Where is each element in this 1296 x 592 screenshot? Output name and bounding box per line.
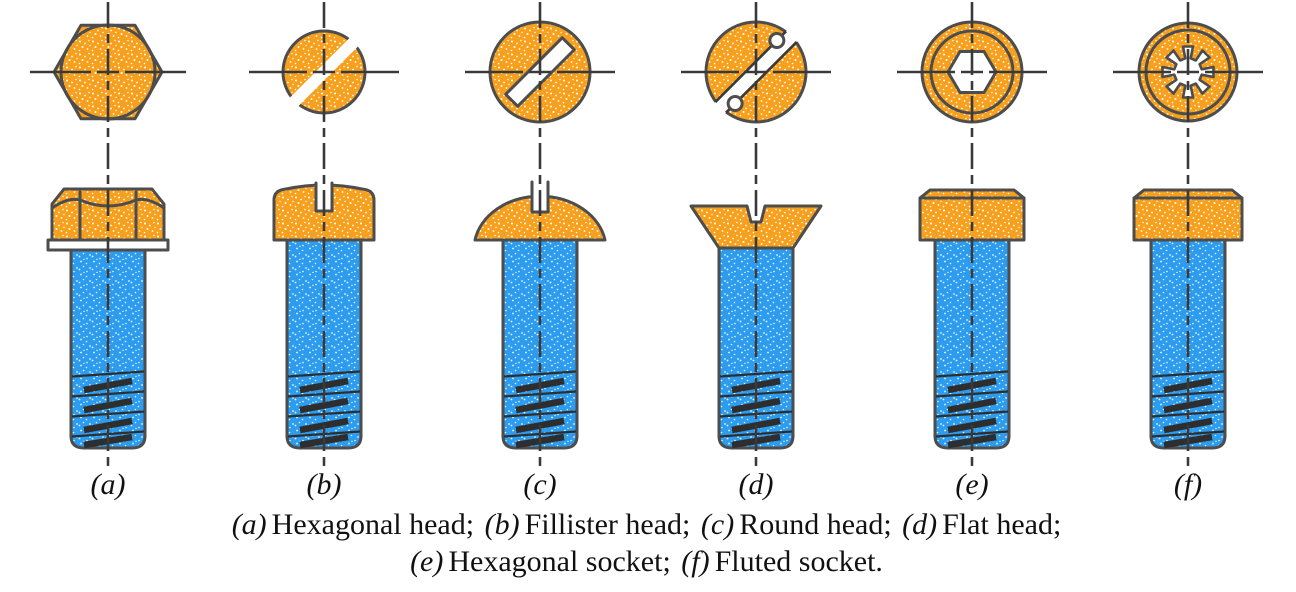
caption-label-c: (c) — [700, 508, 735, 541]
caption-label-f: (f) — [681, 545, 710, 578]
caption-line-2: (e)Hexagonal socket; (f)Fluted socket. — [0, 543, 1296, 580]
bolt-d-drawing — [681, 2, 831, 468]
bolt-column-d: (d) — [648, 0, 864, 504]
bolt-e-drawing — [897, 2, 1047, 468]
figure-caption: (a)Hexagonal head; (b)Fillister head; (c… — [0, 506, 1296, 580]
bolt-column-b: (b) — [216, 0, 432, 504]
caption-text-f: Fluted socket. — [714, 545, 883, 578]
caption-line-1: (a)Hexagonal head; (b)Fillister head; (c… — [0, 506, 1296, 543]
bolt-column-f: (f) — [1080, 0, 1296, 504]
bolt-label-d: (d) — [738, 468, 774, 501]
bolt-label-f: (f) — [1173, 468, 1203, 501]
caption-text-a: Hexagonal head; — [271, 508, 475, 541]
bolt-b-side-view — [272, 180, 376, 450]
bolt-c-side-view — [473, 179, 607, 450]
slot-notch — [768, 32, 786, 50]
bolt-column-c: (c) — [432, 0, 648, 504]
bolt-label-c: (c) — [523, 468, 557, 501]
bolt-f-drawing — [1113, 2, 1263, 468]
caption-label-e: (e) — [410, 545, 444, 578]
caption-label-a: (a) — [231, 508, 267, 541]
caption-text-e: Hexagonal socket; — [448, 545, 671, 578]
caption-text-b: Fillister head; — [524, 508, 691, 541]
bolt-diagram-row: (a) (b) — [0, 0, 1296, 504]
bolt-column-a: (a) — [0, 0, 216, 504]
caption-text-d: Flat head; — [942, 508, 1062, 541]
bolt-label-b: (b) — [306, 468, 342, 501]
bolt-c-drawing — [465, 2, 615, 468]
caption-label-b: (b) — [484, 508, 520, 541]
bolt-label-a: (a) — [90, 468, 126, 501]
slot-notch — [726, 94, 744, 112]
caption-text-c: Round head; — [739, 508, 892, 541]
bolt-b-drawing — [249, 2, 399, 468]
bolt-column-e: (e) — [864, 0, 1080, 504]
bolt-a-drawing — [30, 2, 186, 468]
bolt-label-e: (e) — [955, 468, 989, 501]
caption-label-d: (d) — [902, 508, 938, 541]
